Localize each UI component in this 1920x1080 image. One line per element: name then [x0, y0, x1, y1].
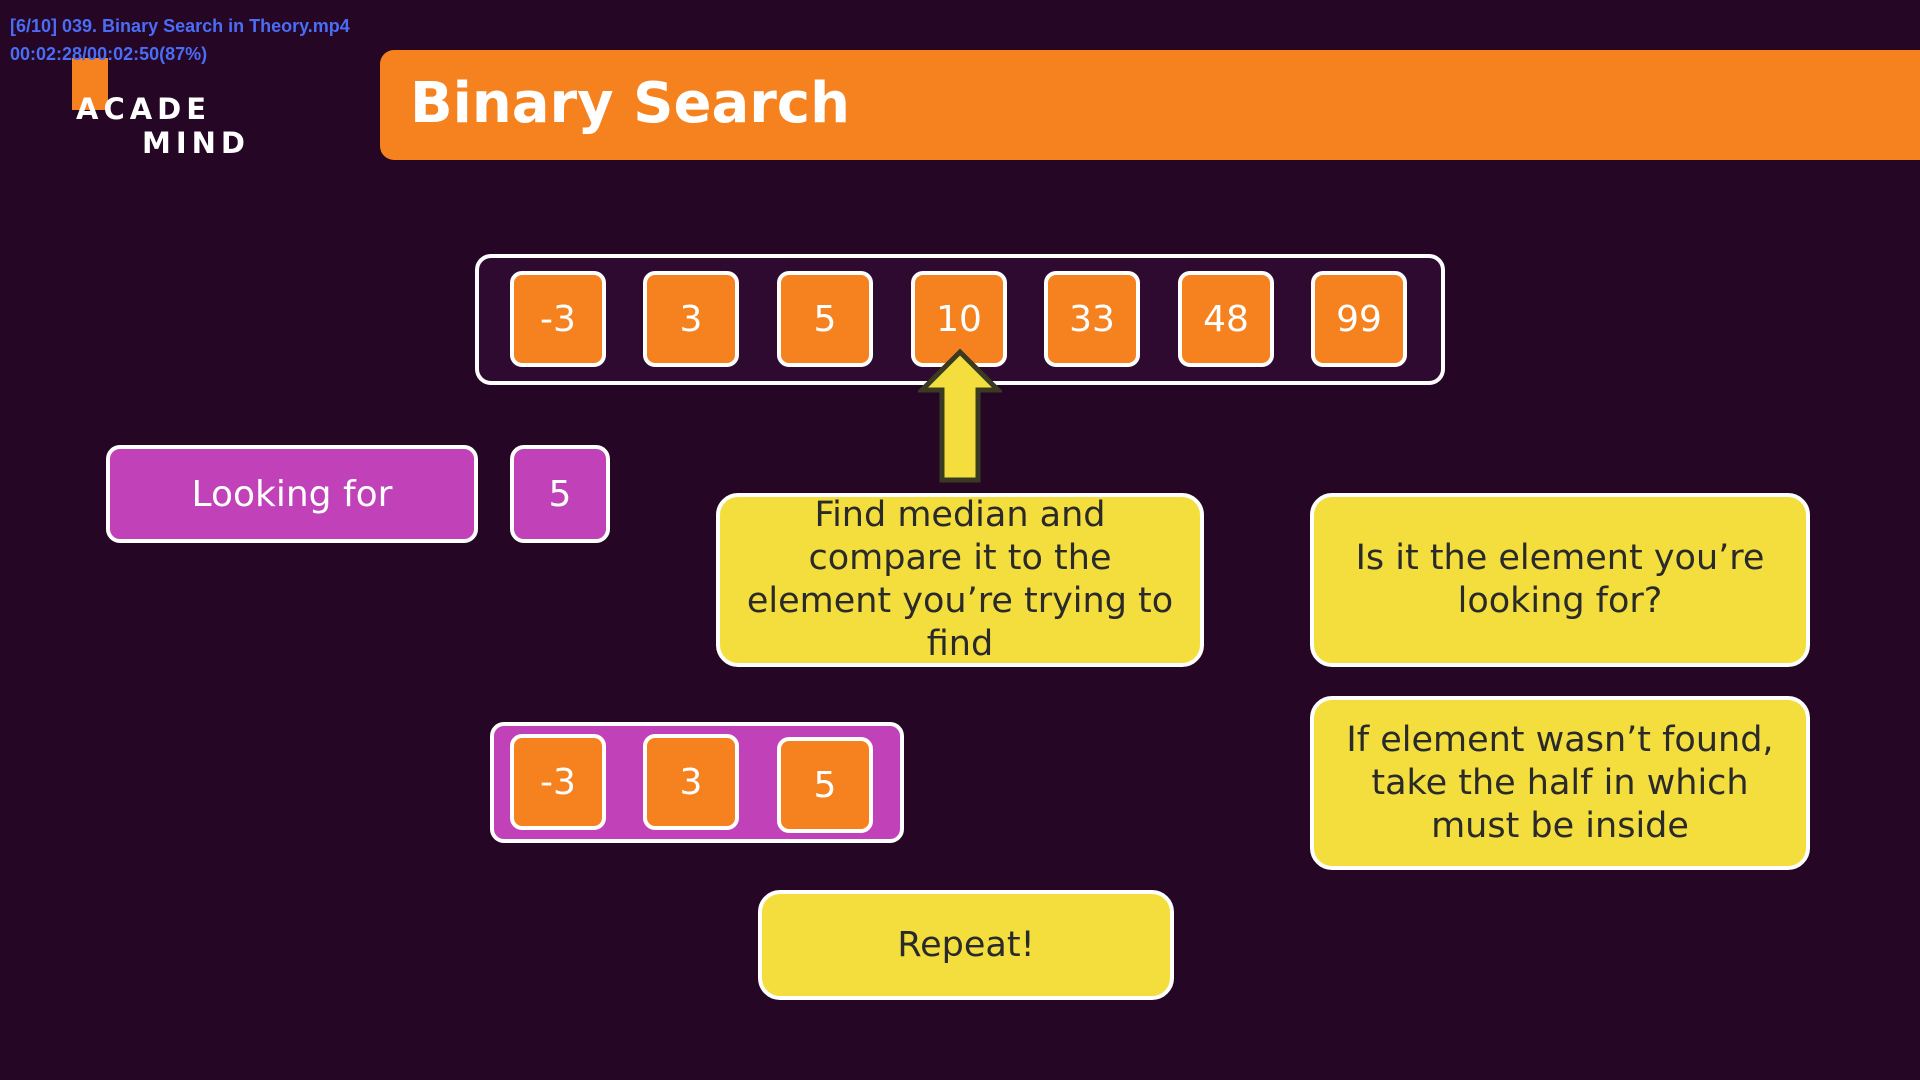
player-overlay: [6/10] 039. Binary Search in Theory.mp4 … [10, 12, 350, 68]
step-take-half: If element wasn’t found, take the half i… [1310, 696, 1810, 870]
sub-array-cell: 5 [777, 737, 873, 833]
array-cell: 48 [1178, 271, 1274, 367]
academind-logo: ACADE MIND [72, 58, 252, 160]
sub-array-cell: 3 [643, 734, 739, 830]
array-cell: 5 [777, 271, 873, 367]
step-repeat: Repeat! [758, 890, 1174, 1000]
title-banner: Binary Search [380, 50, 1920, 160]
player-time-label: 00:02:28/00:02:50(87%) [10, 44, 208, 64]
looking-for-value: 5 [510, 445, 610, 543]
logo-text-line2: MIND [142, 126, 250, 160]
logo-text-line1: ACADE [76, 92, 212, 126]
looking-for-label: Looking for [106, 445, 478, 543]
step-find-median: Find median and compare it to the elemen… [716, 493, 1204, 667]
player-file-label: [6/10] 039. Binary Search in Theory.mp4 [10, 16, 350, 36]
slide-title: Binary Search [410, 71, 850, 136]
array-cell: 33 [1044, 271, 1140, 367]
sub-array-cell: -3 [510, 734, 606, 830]
logo-bookmark-icon [72, 58, 108, 110]
step-is-it-element: Is it the element you’re looking for? [1310, 493, 1810, 667]
arrow-up-icon [918, 348, 1002, 483]
array-cell: 3 [643, 271, 739, 367]
array-cell: 99 [1311, 271, 1407, 367]
array-cell: -3 [510, 271, 606, 367]
